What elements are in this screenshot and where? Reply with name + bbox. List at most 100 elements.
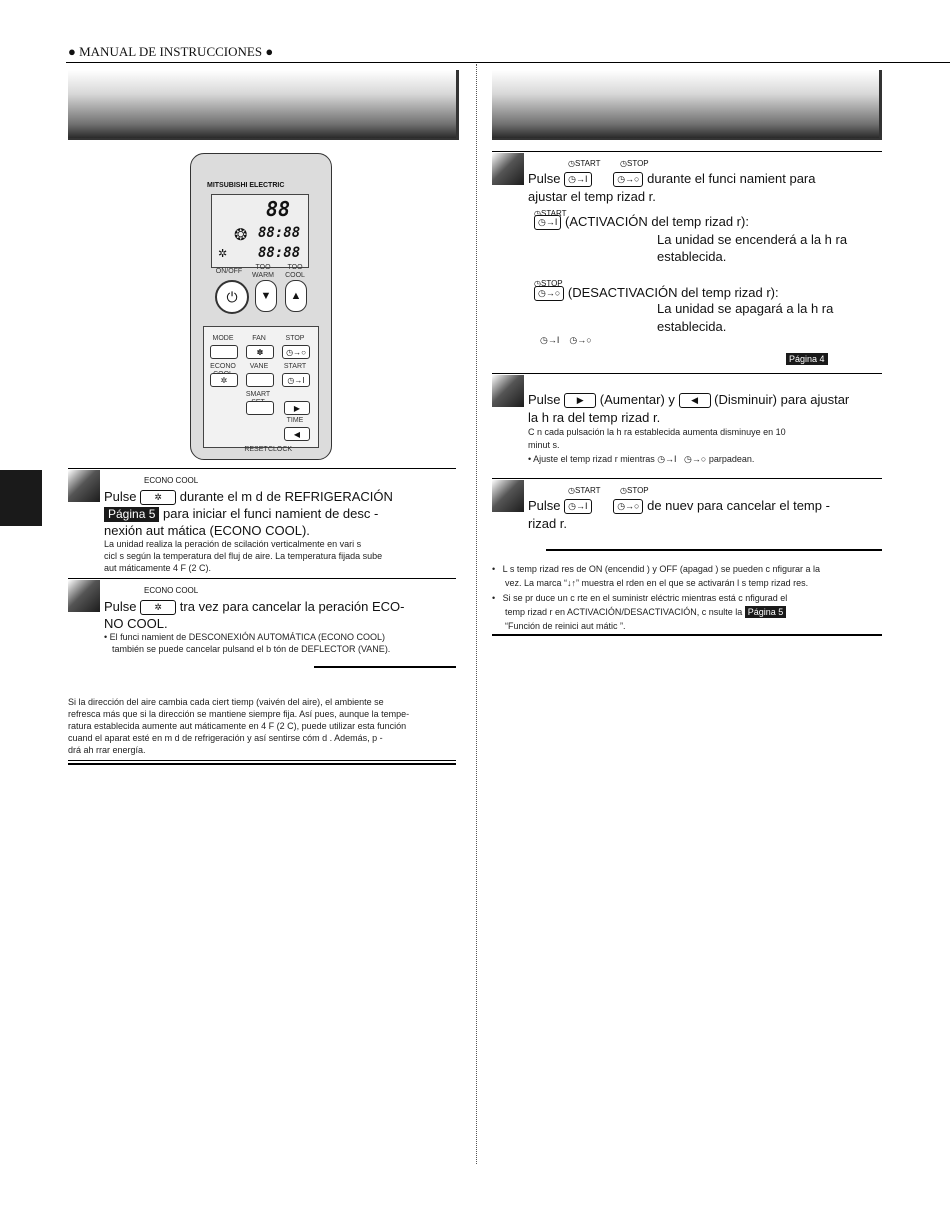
timer-stop-key-icon: ◷→○ — [613, 172, 644, 188]
column-divider — [476, 64, 477, 1164]
timer-stop-key-icon-2: ◷→○ — [534, 286, 565, 302]
econo-cool-key-icon-2: ✲ — [140, 600, 177, 616]
left-info-line5: drá ah rrar energía. — [68, 745, 146, 755]
onoff-button[interactable]: ⏻ — [215, 280, 249, 314]
smart-set-button[interactable] — [246, 401, 274, 415]
timer-start-key-icon: ◷→I — [564, 172, 592, 188]
time-up-button[interactable]: ▶ — [284, 401, 310, 415]
vane-label: VANE — [249, 363, 269, 370]
right-step1-line1: Pulse ◷→I ◷→○ durante el funci namient p… — [528, 171, 816, 188]
right-step-2-marker — [492, 375, 524, 407]
left-step-2-marker — [68, 580, 100, 612]
stop-label: STOP — [285, 335, 305, 342]
start-key-label: ◷START — [568, 159, 601, 168]
side-tab — [0, 470, 42, 526]
right-step-1-marker — [492, 153, 524, 185]
remote-lower-panel: MODE FAN ✽ STOP ◷→○ ECONO COOL ✲ VANE ST… — [203, 326, 319, 448]
step2-end-rule — [314, 666, 456, 668]
page-ref-5[interactable]: Página 5 — [104, 507, 160, 522]
left-step1-note2: cicl s según la temperatura del fluj de … — [104, 551, 383, 561]
timer-icons-note: ◷→I ◷→○ — [540, 335, 592, 345]
onoff-label: ON/OFF — [215, 268, 243, 275]
left-info-line1: Si la dirección del aire cambia cada cie… — [68, 697, 384, 707]
left-step2-line1: Pulse ✲ tra vez para cancelar la peració… — [104, 599, 405, 616]
right-note2-a: • Si se pr duce un c rte en el suministr… — [492, 593, 788, 603]
left-section-banner — [68, 70, 459, 140]
left-step1-note3: aut máticamente 4 F (2 C). — [104, 563, 212, 573]
right-step1-rule — [492, 151, 882, 152]
deactivation-line1: La unidad se apagará a la h ra — [657, 301, 834, 316]
reset-label: RESET — [244, 446, 268, 453]
left-step2-note1: • El funci namient de DESCONEXIÓN AUTOMÁ… — [104, 632, 386, 642]
stop-key-label-3: ◷STOP — [620, 486, 649, 495]
right-note2-b: temp rizad r en ACTIVACIÓN/DESACTIVACIÓN… — [505, 606, 885, 619]
remote-lcd: 88 88:88 88:88 ❂ ✲ — [211, 194, 309, 268]
start-key-label-2: ◷START — [534, 209, 567, 218]
timer-start-key-icon-2: ◷→I — [534, 215, 562, 231]
left-step1-note1: La unidad realiza la peración de scilaci… — [104, 539, 362, 549]
right-step2-line1: Pulse ▶ (Aumentar) y ◀ (Disminuir) para … — [528, 392, 850, 409]
mode-label: MODE — [212, 335, 234, 342]
right-step3-line2: rizad r. — [528, 516, 568, 531]
remote-brand: MITSUBISHI ELECTRIC — [207, 182, 285, 189]
right-step3-line1: Pulse ◷→I ◷→○ de nuev para cancelar el t… — [528, 498, 830, 515]
stop-key-label-2: ◷STOP — [534, 279, 563, 288]
left-step2-line2: NO COOL. — [104, 616, 168, 631]
right-note2-c: “Función de reinici aut mátic ”. — [505, 621, 626, 631]
remote-control-illustration: MITSUBISHI ELECTRIC 88 88:88 88:88 ❂ ✲ O… — [190, 153, 332, 460]
right-section-banner — [492, 70, 882, 140]
right-step-3-marker — [492, 480, 524, 512]
deactivation-line2: establecida. — [657, 319, 727, 334]
mode-button[interactable] — [210, 345, 238, 359]
too-cool-label: TOO COOL — [285, 264, 305, 279]
left-step1-line2: Página 5 para iniciar el funci namient d… — [104, 505, 464, 522]
time-up-key-icon: ▶ — [564, 393, 597, 409]
too-cool-button[interactable]: ▲ — [285, 280, 307, 312]
fan-button[interactable]: ✽ — [246, 345, 274, 359]
too-warm-button[interactable]: ▼ — [255, 280, 277, 312]
right-step2-note3: • Ajuste el temp rizad r mientras ◷→I ◷→… — [528, 454, 755, 464]
step1-rule — [68, 468, 456, 469]
order-arrows-icon: ↓↑ — [567, 578, 577, 588]
econo-cool-button[interactable]: ✲ — [210, 373, 238, 387]
right-step3-end-rule — [546, 549, 882, 551]
time-label: TIME — [286, 417, 304, 424]
info-rule-a — [68, 760, 456, 761]
lcd-temperature: 88 — [266, 197, 291, 221]
timer-stop-key-icon-3: ◷→○ — [613, 499, 644, 515]
time-down-key-icon: ◀ — [678, 393, 711, 409]
vane-button[interactable] — [246, 373, 274, 387]
timer-stop-button[interactable]: ◷→○ — [282, 345, 310, 359]
right-step3-rule — [492, 478, 882, 479]
start-label: START — [283, 363, 307, 370]
info-rule-b — [68, 763, 456, 765]
time-down-button[interactable]: ◀ — [284, 427, 310, 441]
right-step2-note1: C n cada pulsación la h ra establecida a… — [528, 427, 786, 437]
right-step2-line2: la h ra del temp rizad r. — [528, 410, 661, 425]
lcd-time-2: 88:88 — [258, 245, 301, 261]
econo-cool-key-icon: ✲ — [140, 490, 177, 506]
document-header: ● MANUAL DE INSTRUCCIONES ● — [68, 44, 274, 59]
stop-key-label: ◷STOP — [620, 159, 649, 168]
activation-title: ◷→I (ACTIVACIÓN del temp rizad r): — [534, 213, 874, 231]
econo-cool-icon: ✲ — [218, 248, 228, 260]
too-warm-label: TOO WARM — [252, 264, 274, 279]
right-notes-end-rule — [492, 634, 882, 636]
activation-line2: establecida. — [657, 249, 727, 264]
econo-cool-key-label-2: ECONO COOL — [144, 586, 199, 595]
left-step1-line1: Pulse ✲ durante el m d de REFRIGERACIÓN — [104, 489, 393, 506]
left-info-line4: cuand el aparat esté en m d de refrigera… — [68, 733, 383, 743]
right-page-ref-5[interactable]: Página 5 — [744, 606, 787, 618]
fan-label: FAN — [252, 335, 266, 342]
right-step2-rule — [492, 373, 882, 374]
activation-line1: La unidad se encenderá a la h ra — [657, 232, 848, 247]
right-note1-a: • L s temp rizad res de ON (encendid ) y… — [492, 564, 820, 574]
right-note1-b: vez. La marca “↓↑” muestra el rden en el… — [505, 578, 809, 588]
header-rule — [66, 62, 950, 63]
left-step2-note2: también se puede cancelar pulsand el b t… — [112, 644, 391, 654]
right-step2-note2: minut s. — [528, 440, 560, 450]
fan-swirl-icon: ❂ — [234, 227, 248, 244]
timer-start-button[interactable]: ◷→I — [282, 373, 310, 387]
deactivation-title: ◷→○ (DESACTIVACIÓN del temp rizad r): — [534, 284, 874, 302]
right-page-ref-4[interactable]: Página 4 — [786, 349, 828, 367]
